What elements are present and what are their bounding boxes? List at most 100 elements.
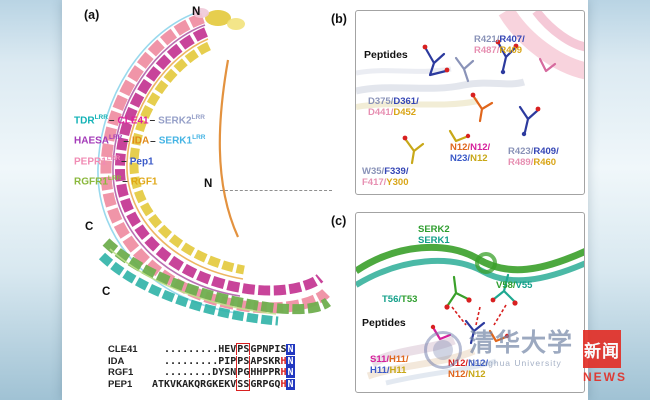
legend-separator: –: [123, 135, 129, 147]
alignment-row-sequence: ATKVKAKQRGKEKVSSGRPGQHN: [152, 378, 295, 391]
news-badge: 新闻 NEWS: [583, 330, 627, 384]
alignment-row-name: RGF1: [108, 367, 134, 378]
lrr-superscript: LRR: [106, 154, 121, 162]
residue-id: N12/: [468, 358, 489, 369]
panel-b-label-arg-bottom: R423/R409/R489/R460: [508, 146, 559, 168]
legend-receptor-name: HAESA: [74, 135, 110, 147]
lrr-superscript: LRR: [94, 114, 108, 121]
panel-b-label-asp: D375/D361/D441/D452: [368, 96, 419, 118]
legend-receptor-name: PEPR1: [74, 155, 107, 167]
alignment-row-name: PEP1: [108, 378, 133, 390]
panel-c-label: (c): [331, 214, 347, 228]
alignment-row-pep1: PEP1 ATKVKAKQRGKEKVSSGRPGQHN: [108, 378, 295, 391]
serk2-label: SERK2: [418, 224, 450, 235]
residue-id: R409/: [533, 146, 559, 157]
sequence-segment: ........DYSN: [152, 367, 237, 378]
panel-c-peptides-label: Peptides: [362, 317, 406, 329]
sequence-segment: .........PIP: [152, 355, 237, 367]
alignment-row-ida: IDA .........PIPPSAPSKRHN: [108, 355, 295, 368]
legend-separator: –: [108, 115, 115, 127]
alignment-row-name: CLE41: [108, 344, 138, 355]
residue-id: T53: [401, 294, 418, 305]
residue-id: D361/: [393, 96, 419, 107]
highlighted-residue: H: [280, 378, 287, 390]
n-terminus-label-top: N: [192, 6, 201, 18]
sequence-segment: HHPPR: [250, 367, 281, 378]
residue-id: R489/: [508, 156, 534, 168]
conserved-motif-box: SS: [236, 378, 251, 391]
sequence-segment: GRPGQ: [250, 378, 281, 390]
residue-id: H11/: [370, 364, 390, 376]
residue-id: N12: [470, 152, 488, 164]
residue-id: N12: [468, 368, 486, 380]
panel-b-label-aromatic: W35/F339/F417/Y300: [362, 166, 409, 188]
residue-id: R409: [499, 44, 523, 56]
legend-ligand-name: RGF1: [130, 176, 158, 188]
panel-c-label-ser-his: S11/H11/H11/H11: [370, 354, 409, 376]
residue-id: N12/: [448, 368, 469, 380]
legend-coreceptor-name: SERK1: [158, 135, 193, 147]
residue-id: V58/: [496, 280, 516, 291]
highlighted-residue: H: [280, 367, 287, 378]
sequence-segment: GPNPI: [250, 344, 281, 355]
complex-legend: TDRLRR–CLE41–SERK2LRR HAESALRR–IDA–SERK1…: [74, 109, 205, 190]
alignment-row-sequence: ........DYSNPGHHPPRHN: [152, 367, 295, 379]
peptide-pointer-dashed-line: [220, 190, 332, 191]
legend-ligand-name: IDA: [131, 135, 150, 147]
residue-id: R407/: [499, 34, 525, 45]
figure-canvas: (a) N: [62, 0, 588, 400]
highlighted-residue: S: [280, 344, 287, 355]
terminal-asn-residue: N: [286, 367, 295, 378]
alignment-row-rgf1: RGF1 ........DYSNPGHHPPRHN: [108, 367, 295, 379]
residue-id: H11: [389, 364, 407, 376]
alignment-row-sequence: .........PIPPSAPSKRHN: [152, 355, 295, 368]
terminal-asn-residue: N: [286, 378, 295, 390]
sequence-segment: .........HEV: [152, 344, 237, 355]
residue-id: D452: [393, 106, 417, 118]
c-terminus-label-upper: C: [85, 221, 94, 233]
panel-b-label: (b): [331, 12, 347, 26]
legend-row-tdr-complex: TDRLRR–CLE41–SERK2LRR: [74, 109, 205, 129]
panel-c-molecule-graphic: [356, 243, 584, 386]
panel-b-molecule-graphic: [356, 11, 584, 165]
panel-b-label-arg-top: R421/R407/R487/R409: [474, 34, 525, 56]
legend-ligand-name: CLE41: [117, 115, 149, 127]
residue-id: F417/: [362, 176, 387, 188]
residue-id: N12/: [450, 142, 471, 153]
peptide-sequence-alignment: CLE41 .........HEVPSGPNPISN IDA ........…: [108, 343, 295, 391]
alignment-row-name: IDA: [108, 355, 125, 367]
residue-id: N12/: [448, 358, 469, 369]
residue-id: N23/: [450, 152, 471, 164]
alignment-row-sequence: .........HEVPSGPNPISN: [152, 343, 295, 356]
residue-id: R487/: [474, 44, 500, 56]
lrr-structure-graphic: [68, 2, 338, 342]
panel-c-label-thr: T56/T53: [382, 294, 418, 306]
residue-id: R421/: [474, 34, 500, 45]
panel-c-label-asn: N12/N12/N12/N12: [448, 358, 489, 380]
news-badge-cn: 新闻: [583, 330, 622, 368]
residue-id: W35/: [362, 166, 385, 177]
residue-id: F339/: [384, 166, 409, 177]
n-terminus-label-mid: N: [204, 178, 213, 190]
legend-separator: –: [150, 135, 156, 147]
panel-b-label-asn: N12/N12/N23/N12: [450, 142, 490, 164]
legend-ligand-name: Pep1: [129, 155, 154, 167]
panel-c-label-val: V58/V55: [496, 280, 533, 292]
alignment-row-cle41: CLE41 .........HEVPSGPNPISN: [108, 343, 295, 356]
legend-separator: –: [121, 155, 127, 167]
legend-receptor-name: RGFR1: [74, 176, 108, 188]
residue-id: V55: [515, 280, 533, 291]
panel-b-box: Peptides R421/R407/R487/R409 D375/D361/D…: [355, 10, 585, 195]
lrr-superscript: LRR: [109, 134, 123, 142]
terminal-asn-residue: N: [286, 355, 295, 367]
legend-separator: –: [122, 176, 128, 188]
sequence-segment: APSKR: [250, 355, 281, 367]
sequence-segment: ATKVKAKQRGKEKV: [152, 378, 237, 390]
residue-id: R423/: [508, 146, 534, 157]
structure-svg: [97, 8, 331, 326]
highlighted-residue: H: [280, 355, 287, 367]
legend-row-pepr1-complex: PEPR1LRR–Pep1: [74, 150, 205, 170]
